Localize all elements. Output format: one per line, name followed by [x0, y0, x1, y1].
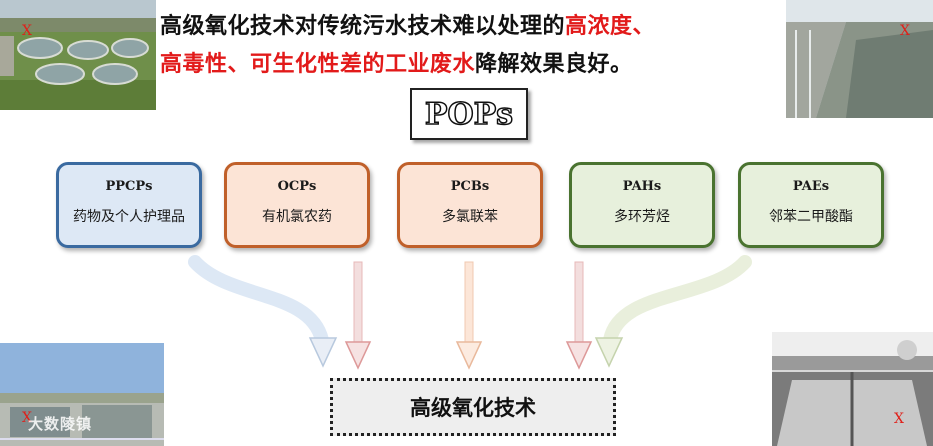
- category-name: 多环芳烃: [614, 209, 670, 225]
- category-name: 多氯联苯: [442, 209, 498, 225]
- photo-mark-3: X: [22, 410, 32, 426]
- category-ocps: OCPs 有机氯农药: [224, 162, 370, 248]
- arrow-pahs: [574, 261, 584, 343]
- category-ppcps: PPCPs 药物及个人护理品: [56, 162, 202, 248]
- headline: 高级氧化技术对传统污水技术难以处理的高浓度、 高毒性、可生化性差的工业废水降解效…: [160, 8, 780, 84]
- arrowhead-paes: [594, 337, 624, 368]
- arrow-ppcps: [188, 255, 329, 347]
- category-paes: PAEs 邻苯二甲酸酯: [738, 162, 884, 248]
- arrowhead-ppcps: [308, 337, 338, 368]
- photo-aeration-basin: X: [772, 332, 933, 446]
- category-name: 邻苯二甲酸酯: [769, 209, 853, 225]
- arrow-paes: [603, 255, 752, 347]
- target-box-advanced-oxidation: 高级氧化技术: [330, 378, 616, 436]
- photo-clarifier-tanks: X 大数陵镇: [0, 343, 164, 446]
- pops-label: POPs: [410, 88, 528, 140]
- category-abbr: PPCPs: [105, 179, 153, 194]
- photo-sedimentation-tank: X: [786, 0, 933, 118]
- category-pahs: PAHs 多环芳烃: [569, 162, 715, 248]
- headline-part3: 高毒性、可生化性差的工业废水: [160, 52, 476, 77]
- arrowhead-pahs: [565, 341, 593, 370]
- watermark-text: 大数陵镇: [28, 415, 93, 433]
- category-pcbs: PCBs 多氯联苯: [397, 162, 543, 248]
- headline-part4: 降解效果良好。: [475, 52, 633, 77]
- category-abbr: PAEs: [792, 179, 830, 194]
- photo-treatment-plant-aerial: X: [0, 0, 156, 110]
- category-name: 有机氯农药: [262, 209, 332, 225]
- arrowhead-ocps: [344, 341, 372, 370]
- arrowhead-pcbs: [455, 341, 483, 370]
- category-name: 药物及个人护理品: [73, 209, 185, 225]
- arrow-pcbs: [464, 261, 474, 343]
- category-abbr: PCBs: [450, 179, 490, 194]
- headline-part1: 高级氧化技术对传统污水技术难以处理的: [160, 14, 566, 39]
- category-abbr: OCPs: [277, 179, 317, 194]
- photo-mark-4: X: [894, 411, 904, 427]
- arrow-ocps: [353, 261, 363, 343]
- photo-mark-2: X: [900, 23, 910, 39]
- category-abbr: PAHs: [622, 179, 662, 194]
- headline-part2: 高浓度、: [565, 14, 656, 39]
- photo-mark-1: X: [22, 23, 32, 39]
